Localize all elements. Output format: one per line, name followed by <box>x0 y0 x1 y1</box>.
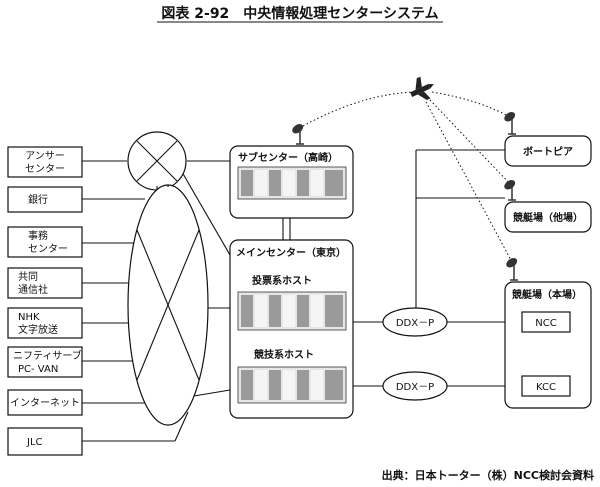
ncc-label: NCC <box>535 318 556 329</box>
left-nodes: アンサー センター 銀行 事務 センター 共同 通信社 NHK 文字放送 ニフテ… <box>7 146 83 456</box>
sub-center-label: サブセンター（高崎） <box>238 151 338 164</box>
exchange-network-ellipse <box>127 184 209 426</box>
node-kyodo-news-line1: 共同 <box>18 271 38 283</box>
main-center: メインセンター（東京） 投票系ホスト 競技系ホスト <box>229 239 354 419</box>
kcc-label: KCC <box>536 382 556 393</box>
node-bank-label: 銀行 <box>28 193 48 206</box>
node-nifty-pcvan-line1: ニフティサーブ <box>13 349 82 362</box>
node-internet-label: インターネット <box>10 397 80 409</box>
sub-center-rack <box>237 166 347 200</box>
home-venue-label: 競艇場（本場） <box>512 288 582 301</box>
vote-host-rack <box>237 291 347 331</box>
diagram-title: 図表 2-92 中央情報処理センターシステム <box>161 5 438 22</box>
race-host-rack <box>237 366 347 404</box>
node-kyodo-news <box>7 267 83 299</box>
node-nhk-line2: 文字放送 <box>18 323 58 336</box>
node-bank <box>7 186 83 213</box>
ddx-top: DDX－P <box>382 307 448 337</box>
antenna-icon <box>504 179 516 201</box>
node-answer-center-line2: センター <box>25 163 65 175</box>
antenna-icon <box>506 257 518 281</box>
ncc-box <box>521 311 571 333</box>
ddx-top-label: DDX－P <box>396 318 434 329</box>
node-nhk <box>7 307 83 339</box>
left-connections <box>82 160 231 442</box>
node-office-center-line2: センター <box>28 243 68 255</box>
node-nifty-pcvan-line2: PC- VAN <box>18 364 58 375</box>
home-venue: 競艇場（本場） NCC KCC <box>504 281 592 409</box>
race-host-label: 競技系ホスト <box>254 348 314 361</box>
satellite-links <box>302 91 513 263</box>
satellite-icon <box>410 76 434 101</box>
node-jlc-label: JLC <box>26 437 43 448</box>
ddx-bottom-label: DDX－P <box>396 382 434 393</box>
node-answer-center <box>7 146 83 178</box>
node-office-center-line1: 事務 <box>28 229 48 242</box>
boat-pier-label: ボートピア <box>523 145 573 158</box>
node-office-center <box>7 226 83 258</box>
switch-node <box>127 131 187 191</box>
source-caption: 出典：日本トーター（株）NCC検討会資料 <box>382 468 594 482</box>
node-internet <box>7 389 83 416</box>
vote-host-label: 投票系ホスト <box>252 274 312 287</box>
main-center-label: メインセンター（東京） <box>236 246 346 259</box>
antenna-icon <box>504 111 516 135</box>
ddx-bottom: DDX－P <box>382 371 448 401</box>
other-venue: 競艇場（他場） <box>504 201 592 233</box>
node-nhk-line1: NHK <box>18 312 40 323</box>
kcc-box <box>521 375 571 397</box>
node-jlc <box>7 427 83 456</box>
node-kyodo-news-line2: 通信社 <box>18 283 48 296</box>
node-nifty-pcvan <box>7 346 83 378</box>
boat-pier: ボートピア <box>504 135 592 167</box>
other-venue-label: 競艇場（他場） <box>513 211 583 224</box>
sub-center: サブセンター（高崎） <box>229 145 354 219</box>
node-answer-center-line1: アンサー <box>25 150 65 162</box>
right-connections <box>353 149 522 387</box>
antenna-icon <box>292 123 304 145</box>
